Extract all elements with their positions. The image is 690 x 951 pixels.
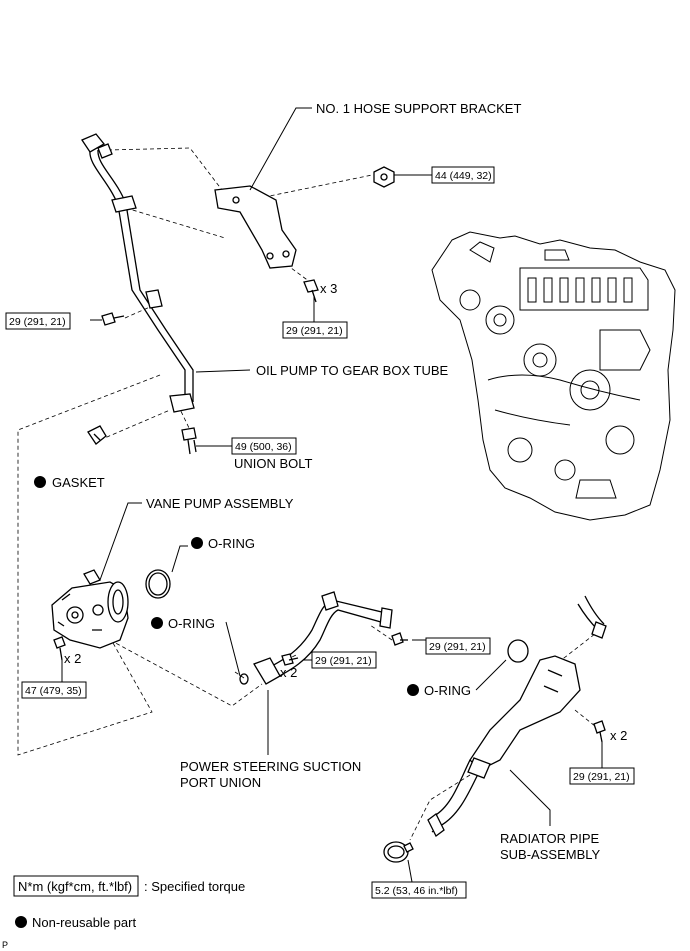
torque-box-radiator-bolts: 29 (291, 21) [569, 767, 635, 785]
pump-bolt [53, 636, 66, 661]
non-reusable-dot-o-ring-3 [407, 684, 419, 696]
leader-lines [61, 107, 603, 883]
label-o-ring-2: O-RING [168, 616, 215, 631]
corner-mark: P [2, 940, 8, 950]
torque-box-bracket-nut: 44 (449, 32) [431, 166, 495, 184]
bracket-bolt [303, 279, 319, 303]
torque-box-bracket-bolts: 29 (291, 21) [282, 321, 348, 339]
suction-bolt [281, 632, 408, 666]
qty-suction-bolts: x 2 [280, 665, 297, 680]
torque-box-suction-bolt-a: 29 (291, 21) [311, 651, 377, 669]
legend-non-reusable-text: Non-reusable part [32, 915, 136, 930]
hose-support-bracket [214, 185, 297, 269]
label-union-bolt: UNION BOLT [234, 456, 313, 471]
o-ring-pump [145, 569, 171, 599]
label-gasket: GASKET [52, 475, 105, 490]
legend-unit-text: : Specified torque [144, 879, 245, 894]
svg-text:29 (291, 21): 29 (291, 21) [286, 325, 343, 337]
label-oil-pump-tube: OIL PUMP TO GEAR BOX TUBE [256, 363, 448, 378]
label-suction-port-2: PORT UNION [180, 775, 261, 790]
torque-box-suction-bolt-b: 29 (291, 21) [425, 637, 491, 655]
svg-text:5.2 (53, 46 in.*lbf): 5.2 (53, 46 in.*lbf) [375, 885, 458, 897]
svg-text:29 (291, 21): 29 (291, 21) [9, 316, 66, 328]
vane-pump-assembly-part [51, 569, 129, 649]
o-ring-radiator [507, 639, 529, 663]
tube-bolt [101, 312, 125, 326]
svg-text:47 (479, 35): 47 (479, 35) [25, 685, 82, 697]
assembly-guide-lines [17, 147, 601, 841]
legend-unit-box [13, 875, 139, 897]
non-reusable-dot-gasket [34, 476, 46, 488]
label-radiator-pipe-1: RADIATOR PIPE [500, 831, 600, 846]
qty-radiator-bolts: x 2 [610, 728, 627, 743]
torque-box-union-bolt: 49 (500, 36) [231, 437, 297, 455]
label-o-ring-1: O-RING [208, 536, 255, 551]
gasket-part [87, 425, 107, 445]
suction-port-union-part [253, 591, 393, 685]
legend-unit-box-text: N*m (kgf*cm, ft.*lbf) [18, 879, 132, 894]
engine-block-illustration [431, 231, 676, 521]
radiator-bolt [593, 720, 606, 743]
radiator-pipe-part [427, 595, 607, 837]
svg-text:29 (291, 21): 29 (291, 21) [573, 771, 630, 783]
hose-clamp-part [383, 841, 414, 863]
union-bolt-part [181, 427, 197, 455]
legend-non-reusable-dot [15, 916, 27, 928]
label-vane-pump: VANE PUMP ASSEMBLY [146, 496, 294, 511]
non-reusable-dot-o-ring-2 [151, 617, 163, 629]
torque-box-tube-bolt: 29 (291, 21) [5, 312, 71, 330]
label-suction-port-1: POWER STEERING SUCTION [180, 759, 361, 774]
svg-text:29 (291, 21): 29 (291, 21) [429, 641, 486, 653]
label-radiator-pipe-2: SUB-ASSEMBLY [500, 847, 601, 862]
non-reusable-dot-o-ring-1 [191, 537, 203, 549]
svg-text:29 (291, 21): 29 (291, 21) [315, 655, 372, 667]
label-o-ring-3: O-RING [424, 683, 471, 698]
o-ring-suction [239, 673, 249, 685]
bracket-nut [373, 166, 395, 188]
qty-bracket-bolts: x 3 [320, 281, 337, 296]
qty-pump-bolts: x 2 [64, 651, 81, 666]
torque-box-pump-bolts: 47 (479, 35) [21, 681, 87, 699]
svg-text:44 (449, 32): 44 (449, 32) [435, 170, 492, 182]
oil-pump-to-gear-box-tube [81, 133, 195, 413]
svg-text:49 (500, 36): 49 (500, 36) [235, 441, 292, 453]
legend: N*m (kgf*cm, ft.*lbf) : Specified torque… [13, 875, 245, 930]
torque-box-hose-clamp: 5.2 (53, 46 in.*lbf) [371, 881, 467, 899]
label-hose-bracket: NO. 1 HOSE SUPPORT BRACKET [316, 101, 521, 116]
